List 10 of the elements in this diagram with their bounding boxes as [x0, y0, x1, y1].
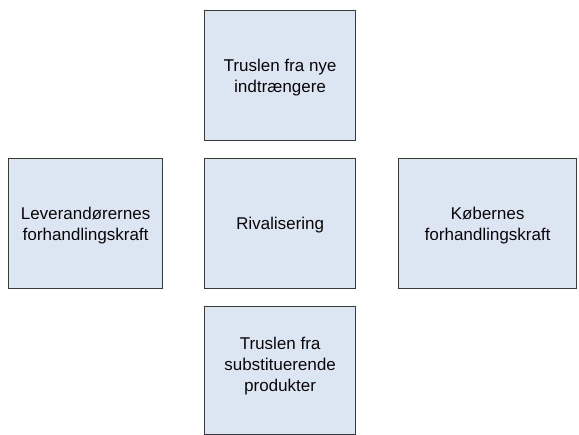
text-box [204, 158, 356, 289]
text-box [8, 158, 163, 289]
box-label: Købernes forhandlingskraft [424, 202, 552, 244]
box-label: Truslen fra nye indtrængere [222, 54, 338, 96]
box-label: Truslen fra substituerende produkter [223, 333, 337, 396]
text-box [398, 158, 577, 289]
box-label: Rivalisering [236, 213, 324, 234]
text-box [204, 306, 356, 435]
text-box [204, 10, 356, 141]
box-label: Leverandørernes forhandlingskraft [20, 202, 152, 244]
